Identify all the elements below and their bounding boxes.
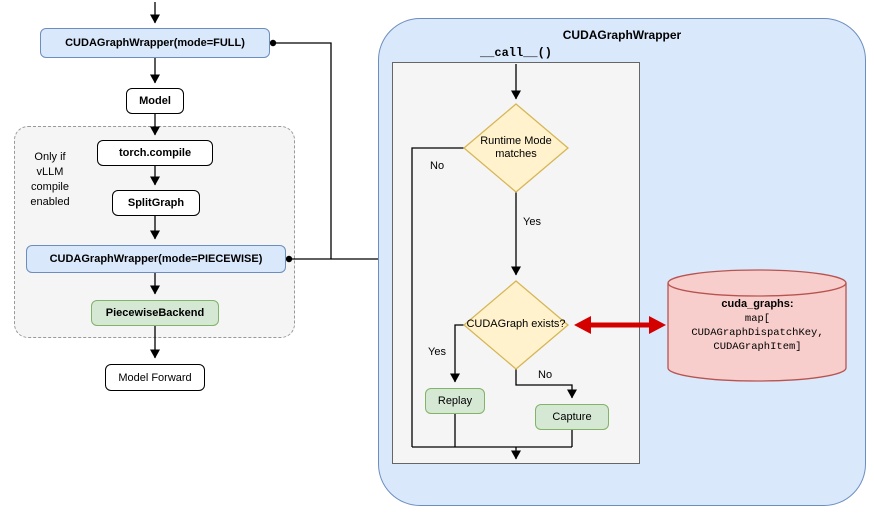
connector-dot-full bbox=[269, 39, 277, 47]
node-capture: Capture bbox=[535, 404, 609, 430]
node-model-forward: Model Forward bbox=[105, 364, 205, 391]
call-method-label: __call__() bbox=[479, 46, 552, 60]
cuda-graphs-store-line3: CUDAGraphItem] bbox=[713, 341, 802, 354]
node-model: Model bbox=[126, 88, 184, 114]
cuda-graphs-store-text: cuda_graphs: map[ CUDAGraphDispatchKey, … bbox=[669, 297, 846, 354]
edge-label-yes-runtime: Yes bbox=[521, 216, 543, 228]
node-piecewisebackend: PiecewiseBackend bbox=[91, 300, 219, 326]
compile-only-note: Only if vLLM compile enabled bbox=[30, 151, 70, 208]
node-cudagraphwrapper-full: CUDAGraphWrapper(mode=FULL) bbox=[40, 28, 270, 58]
cuda-graphs-store-line1: map[ bbox=[744, 312, 771, 325]
edge-label-no-runtime: No bbox=[428, 160, 447, 172]
node-torch-compile: torch.compile bbox=[97, 140, 213, 166]
edge-label-no-exists: No bbox=[536, 369, 555, 381]
decision-runtime-mode-label: Runtime Mode matches bbox=[480, 134, 552, 160]
decision-cudagraph-exists-label: CUDAGraph exists? bbox=[466, 318, 566, 331]
node-cudagraphwrapper-piecewise: CUDAGraphWrapper(mode=PIECEWISE) bbox=[26, 245, 286, 273]
panel-title: CUDAGraphWrapper bbox=[562, 28, 682, 42]
cuda-graphs-store-title: cuda_graphs: bbox=[721, 298, 794, 310]
node-splitgraph: SplitGraph bbox=[112, 190, 200, 216]
node-replay: Replay bbox=[425, 388, 485, 414]
cuda-graphs-store-line2: CUDAGraphDispatchKey, bbox=[691, 327, 824, 340]
edge-label-yes-exists: Yes bbox=[426, 346, 448, 358]
